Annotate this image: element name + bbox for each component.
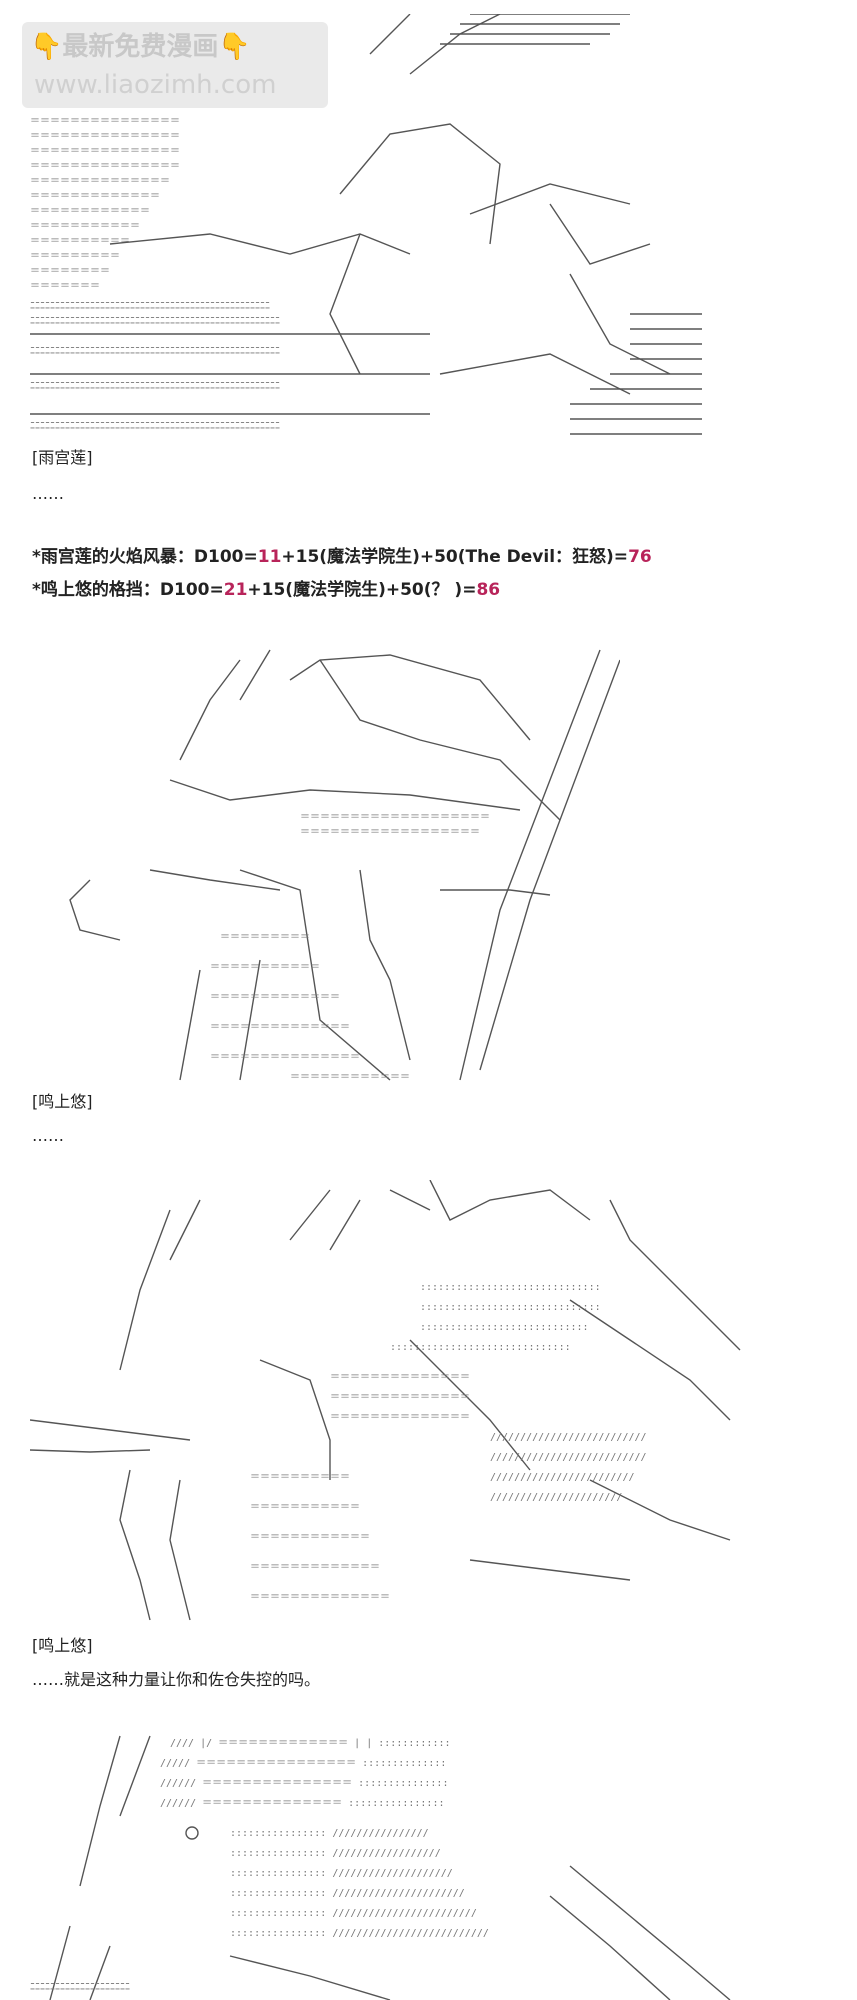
roll-modifiers: +15(魔法学院生)+50(？ )= bbox=[247, 580, 477, 600]
svg-text:ﾆﾆﾆﾆﾆﾆﾆﾆﾆﾆﾆﾆﾆﾆﾆﾆﾆﾆﾆﾆﾆﾆﾆﾆﾆﾆﾆﾆﾆﾆ: ﾆﾆﾆﾆﾆﾆﾆﾆﾆﾆﾆﾆﾆﾆﾆﾆﾆﾆﾆﾆﾆﾆﾆﾆﾆﾆﾆﾆﾆﾆﾆﾆﾆﾆﾆﾆﾆﾆﾆﾆ… bbox=[30, 316, 280, 327]
svg-text:::::::::::::::::::::::::::::: :::::::::::::::::::::::::::: bbox=[420, 1322, 589, 1333]
svg-text:＝＝＝＝＝＝＝＝＝＝＝＝: ＝＝＝＝＝＝＝＝＝＝＝＝ bbox=[290, 1072, 410, 1083]
svg-text:＝＝＝＝＝＝＝＝＝＝＝＝＝＝: ＝＝＝＝＝＝＝＝＝＝＝＝＝＝ bbox=[330, 1412, 470, 1423]
svg-text:＝＝＝＝＝＝＝＝＝＝: ＝＝＝＝＝＝＝＝＝＝ bbox=[30, 236, 130, 247]
roll-modifiers: +15(魔法学院生)+50(The Devil：狂怒)= bbox=[281, 547, 629, 567]
svg-text:::::::::::::::::::::::::::::::: :::::::::::::::::::::::::::::: bbox=[420, 1282, 601, 1293]
roll-prefix: *鸣上悠的格挡：D100= bbox=[32, 580, 224, 600]
svg-text:＝＝＝＝＝＝＝＝＝＝＝＝＝＝: ＝＝＝＝＝＝＝＝＝＝＝＝＝＝ bbox=[210, 1022, 350, 1033]
svg-text:＝＝＝＝＝＝＝＝＝: ＝＝＝＝＝＝＝＝＝ bbox=[220, 932, 310, 943]
svg-text:////////////////////////: //////////////////////// bbox=[490, 1472, 635, 1483]
roll-total: 86 bbox=[476, 580, 501, 600]
svg-text:＝＝＝＝＝＝＝＝＝＝＝＝＝＝: ＝＝＝＝＝＝＝＝＝＝＝＝＝＝ bbox=[30, 176, 170, 187]
ascii-art-scene-3: :::::::::::::::::::::::::::::: :::::::::… bbox=[30, 1180, 750, 1640]
svg-text:＝＝＝＝＝＝＝＝＝＝＝＝＝＝＝: ＝＝＝＝＝＝＝＝＝＝＝＝＝＝＝ bbox=[210, 1052, 360, 1063]
roll-total: 76 bbox=[628, 547, 652, 567]
svg-text:＝＝＝＝＝＝＝＝＝＝＝＝＝＝: ＝＝＝＝＝＝＝＝＝＝＝＝＝＝ bbox=[330, 1372, 470, 1383]
svg-text:＝＝＝＝＝＝＝＝＝＝＝＝＝＝＝: ＝＝＝＝＝＝＝＝＝＝＝＝＝＝＝ bbox=[30, 146, 180, 157]
svg-text:＝＝＝＝＝＝＝＝＝＝＝＝＝＝＝: ＝＝＝＝＝＝＝＝＝＝＝＝＝＝＝ bbox=[30, 116, 180, 127]
ascii-art-scene-2: ＝＝＝＝＝＝＝＝＝＝＝＝＝＝＝＝＝＝＝ ＝＝＝＝＝＝＝＝＝＝＝＝＝＝＝＝＝＝ ＝… bbox=[60, 640, 620, 1090]
svg-text://// |/ ＝＝＝＝＝＝＝＝＝＝＝＝＝ | | ::: //// |/ ＝＝＝＝＝＝＝＝＝＝＝＝＝ | | :::::::::::: bbox=[170, 1738, 451, 1749]
svg-text:＝＝＝＝＝＝＝＝＝＝＝＝＝＝＝: ＝＝＝＝＝＝＝＝＝＝＝＝＝＝＝ bbox=[30, 161, 180, 172]
svg-text::::::::::::::::: ////////////: :::::::::::::::: ////////////////// bbox=[230, 1848, 441, 1859]
svg-text:ﾆﾆﾆﾆﾆﾆﾆﾆﾆﾆﾆﾆﾆﾆﾆﾆﾆﾆﾆﾆﾆﾆﾆﾆﾆﾆﾆﾆﾆﾆ: ﾆﾆﾆﾆﾆﾆﾆﾆﾆﾆﾆﾆﾆﾆﾆﾆﾆﾆﾆﾆﾆﾆﾆﾆﾆﾆﾆﾆﾆﾆﾆﾆﾆﾆﾆﾆﾆﾆﾆﾆ… bbox=[30, 301, 270, 312]
speaker-name: [雨宫莲] bbox=[32, 448, 93, 467]
pointing-down-hand-icon: 👇 bbox=[218, 32, 251, 62]
svg-text:＝＝＝＝＝＝＝＝＝＝＝＝＝＝: ＝＝＝＝＝＝＝＝＝＝＝＝＝＝ bbox=[330, 1392, 470, 1403]
svg-text:////// ＝＝＝＝＝＝＝＝＝＝＝＝＝＝＝ :::::::: ////// ＝＝＝＝＝＝＝＝＝＝＝＝＝＝＝ ::::::::::::::: bbox=[160, 1778, 448, 1789]
dialogue-line: …… bbox=[32, 1126, 64, 1145]
watermark-line1-row: 👇最新免费漫画👇 bbox=[30, 26, 251, 63]
svg-text:＝＝＝＝＝＝＝＝＝＝＝＝＝＝＝＝＝＝＝: ＝＝＝＝＝＝＝＝＝＝＝＝＝＝＝＝＝＝＝ bbox=[300, 812, 490, 823]
svg-text:＝＝＝＝＝＝＝＝＝＝＝＝＝: ＝＝＝＝＝＝＝＝＝＝＝＝＝ bbox=[250, 1562, 380, 1573]
roll-dice-value: 11 bbox=[257, 547, 282, 567]
svg-text:///// ＝＝＝＝＝＝＝＝＝＝＝＝＝＝＝＝ ::::::: ///// ＝＝＝＝＝＝＝＝＝＝＝＝＝＝＝＝ :::::::::::::: bbox=[160, 1758, 446, 1769]
watermark-line2: www.liaozimh.com bbox=[34, 70, 277, 100]
svg-text:////// ＝＝＝＝＝＝＝＝＝＝＝＝＝＝ :::::::: ////// ＝＝＝＝＝＝＝＝＝＝＝＝＝＝ :::::::::::::::: bbox=[160, 1798, 445, 1809]
svg-text::::::::::::::::: ////////////: :::::::::::::::: ///////////////////////… bbox=[230, 1908, 477, 1919]
roll-dice-value: 21 bbox=[223, 580, 248, 600]
dialogue-line: ……就是这种力量让你和佐仓失控的吗。 bbox=[32, 1670, 321, 1689]
svg-text:ﾆﾆﾆﾆﾆﾆﾆﾆﾆﾆﾆﾆﾆﾆﾆﾆﾆﾆﾆﾆﾆﾆﾆﾆﾆﾆﾆﾆﾆﾆ: ﾆﾆﾆﾆﾆﾆﾆﾆﾆﾆﾆﾆﾆﾆﾆﾆﾆﾆﾆﾆﾆﾆﾆﾆﾆﾆﾆﾆﾆﾆﾆﾆﾆﾆﾆﾆﾆﾆﾆﾆ… bbox=[30, 346, 280, 357]
svg-text:＝＝＝＝＝＝＝＝＝: ＝＝＝＝＝＝＝＝＝ bbox=[30, 251, 120, 262]
speaker-name: [鸣上悠] bbox=[32, 1636, 93, 1655]
svg-text://////////////////////: ////////////////////// bbox=[490, 1492, 622, 1503]
svg-text:ﾆﾆﾆﾆﾆﾆﾆﾆﾆﾆﾆﾆﾆﾆﾆﾆﾆﾆﾆﾆﾆﾆﾆﾆﾆﾆﾆﾆﾆﾆ: ﾆﾆﾆﾆﾆﾆﾆﾆﾆﾆﾆﾆﾆﾆﾆﾆﾆﾆﾆﾆﾆﾆﾆﾆﾆﾆﾆﾆﾆﾆﾆﾆﾆﾆﾆﾆﾆﾆﾆﾆ… bbox=[30, 381, 280, 392]
svg-text:＝＝＝＝＝＝＝＝＝＝＝＝＝＝＝: ＝＝＝＝＝＝＝＝＝＝＝＝＝＝＝ bbox=[30, 131, 180, 142]
ascii-art-scene-4: //// |/ ＝＝＝＝＝＝＝＝＝＝＝＝＝ | | :::::::::::: /… bbox=[30, 1726, 750, 2000]
svg-text:＝＝＝＝＝＝＝＝＝＝＝: ＝＝＝＝＝＝＝＝＝＝＝ bbox=[210, 962, 320, 973]
watermark-line1: 最新免费漫画 bbox=[62, 32, 219, 62]
dice-roll-line: *鸣上悠的格挡：D100=21+15(魔法学院生)+50(？ )=86 bbox=[32, 579, 500, 601]
svg-text:＝＝＝＝＝＝＝＝＝＝＝＝＝: ＝＝＝＝＝＝＝＝＝＝＝＝＝ bbox=[210, 992, 340, 1003]
svg-text://////////////////////////: ////////////////////////// bbox=[490, 1432, 647, 1443]
svg-text:＝＝＝＝＝＝＝＝＝＝＝＝: ＝＝＝＝＝＝＝＝＝＝＝＝ bbox=[250, 1532, 370, 1543]
watermark: 👇最新免费漫画👇 www.liaozimh.com bbox=[22, 22, 328, 108]
svg-text::::::::::::::::: ////////////: :::::::::::::::: ////////////////////// bbox=[230, 1888, 465, 1899]
svg-text:＝＝＝＝＝＝＝＝＝＝＝＝＝＝: ＝＝＝＝＝＝＝＝＝＝＝＝＝＝ bbox=[250, 1592, 390, 1603]
dialogue-line: …… bbox=[32, 484, 64, 503]
svg-text:＝＝＝＝＝＝＝＝＝＝＝: ＝＝＝＝＝＝＝＝＝＝＝ bbox=[30, 221, 140, 232]
pointing-down-hand-icon: 👇 bbox=[30, 32, 63, 62]
roll-prefix: *雨宫莲的火焰风暴：D100= bbox=[32, 547, 258, 567]
svg-text::::::::::::::::: ////////////: :::::::::::::::: //////////////// bbox=[230, 1828, 429, 1839]
svg-text:＝＝＝＝＝＝＝＝＝＝＝＝: ＝＝＝＝＝＝＝＝＝＝＝＝ bbox=[30, 206, 150, 217]
svg-text:ﾆﾆﾆﾆﾆﾆﾆﾆﾆﾆﾆﾆﾆﾆﾆﾆﾆﾆﾆﾆﾆﾆﾆﾆﾆﾆﾆﾆﾆﾆ: ﾆﾆﾆﾆﾆﾆﾆﾆﾆﾆﾆﾆﾆﾆﾆﾆﾆﾆﾆﾆﾆﾆﾆﾆﾆﾆﾆﾆﾆﾆﾆﾆﾆﾆﾆﾆﾆﾆﾆﾆ… bbox=[30, 421, 280, 432]
svg-text://////////////////////////: ////////////////////////// bbox=[490, 1452, 647, 1463]
dice-roll-line: *雨宫莲的火焰风暴：D100=11+15(魔法学院生)+50(The Devil… bbox=[32, 546, 652, 568]
svg-text:＝＝＝＝＝＝＝＝＝＝: ＝＝＝＝＝＝＝＝＝＝ bbox=[250, 1472, 350, 1483]
svg-text:＝＝＝＝＝＝＝＝＝＝＝＝＝＝＝＝＝＝: ＝＝＝＝＝＝＝＝＝＝＝＝＝＝＝＝＝＝ bbox=[300, 827, 480, 838]
svg-text:＝＝＝＝＝＝＝＝＝＝＝: ＝＝＝＝＝＝＝＝＝＝＝ bbox=[250, 1502, 360, 1513]
svg-text:ﾆﾆﾆﾆﾆﾆﾆﾆﾆﾆﾆﾆﾆﾆﾆﾆﾆﾆﾆﾆ: ﾆﾆﾆﾆﾆﾆﾆﾆﾆﾆﾆﾆﾆﾆﾆﾆﾆﾆﾆﾆ bbox=[30, 1982, 130, 1993]
svg-text:::::::::::::::::::::::::::::::: :::::::::::::::::::::::::::::: bbox=[390, 1342, 571, 1353]
svg-text::::::::::::::::: ////////////: :::::::::::::::: //////////////////// bbox=[230, 1868, 453, 1879]
svg-text:＝＝＝＝＝＝＝＝＝＝＝＝＝: ＝＝＝＝＝＝＝＝＝＝＝＝＝ bbox=[30, 191, 160, 202]
svg-text:::::::::::::::::::::::::::::::: :::::::::::::::::::::::::::::: bbox=[420, 1302, 601, 1313]
speaker-name: [鸣上悠] bbox=[32, 1092, 93, 1111]
svg-text:＝＝＝＝＝＝＝＝: ＝＝＝＝＝＝＝＝ bbox=[30, 266, 110, 277]
svg-text:＝＝＝＝＝＝＝: ＝＝＝＝＝＝＝ bbox=[30, 281, 100, 292]
svg-text::::::::::::::::: ////////////: :::::::::::::::: ///////////////////////… bbox=[230, 1928, 489, 1939]
